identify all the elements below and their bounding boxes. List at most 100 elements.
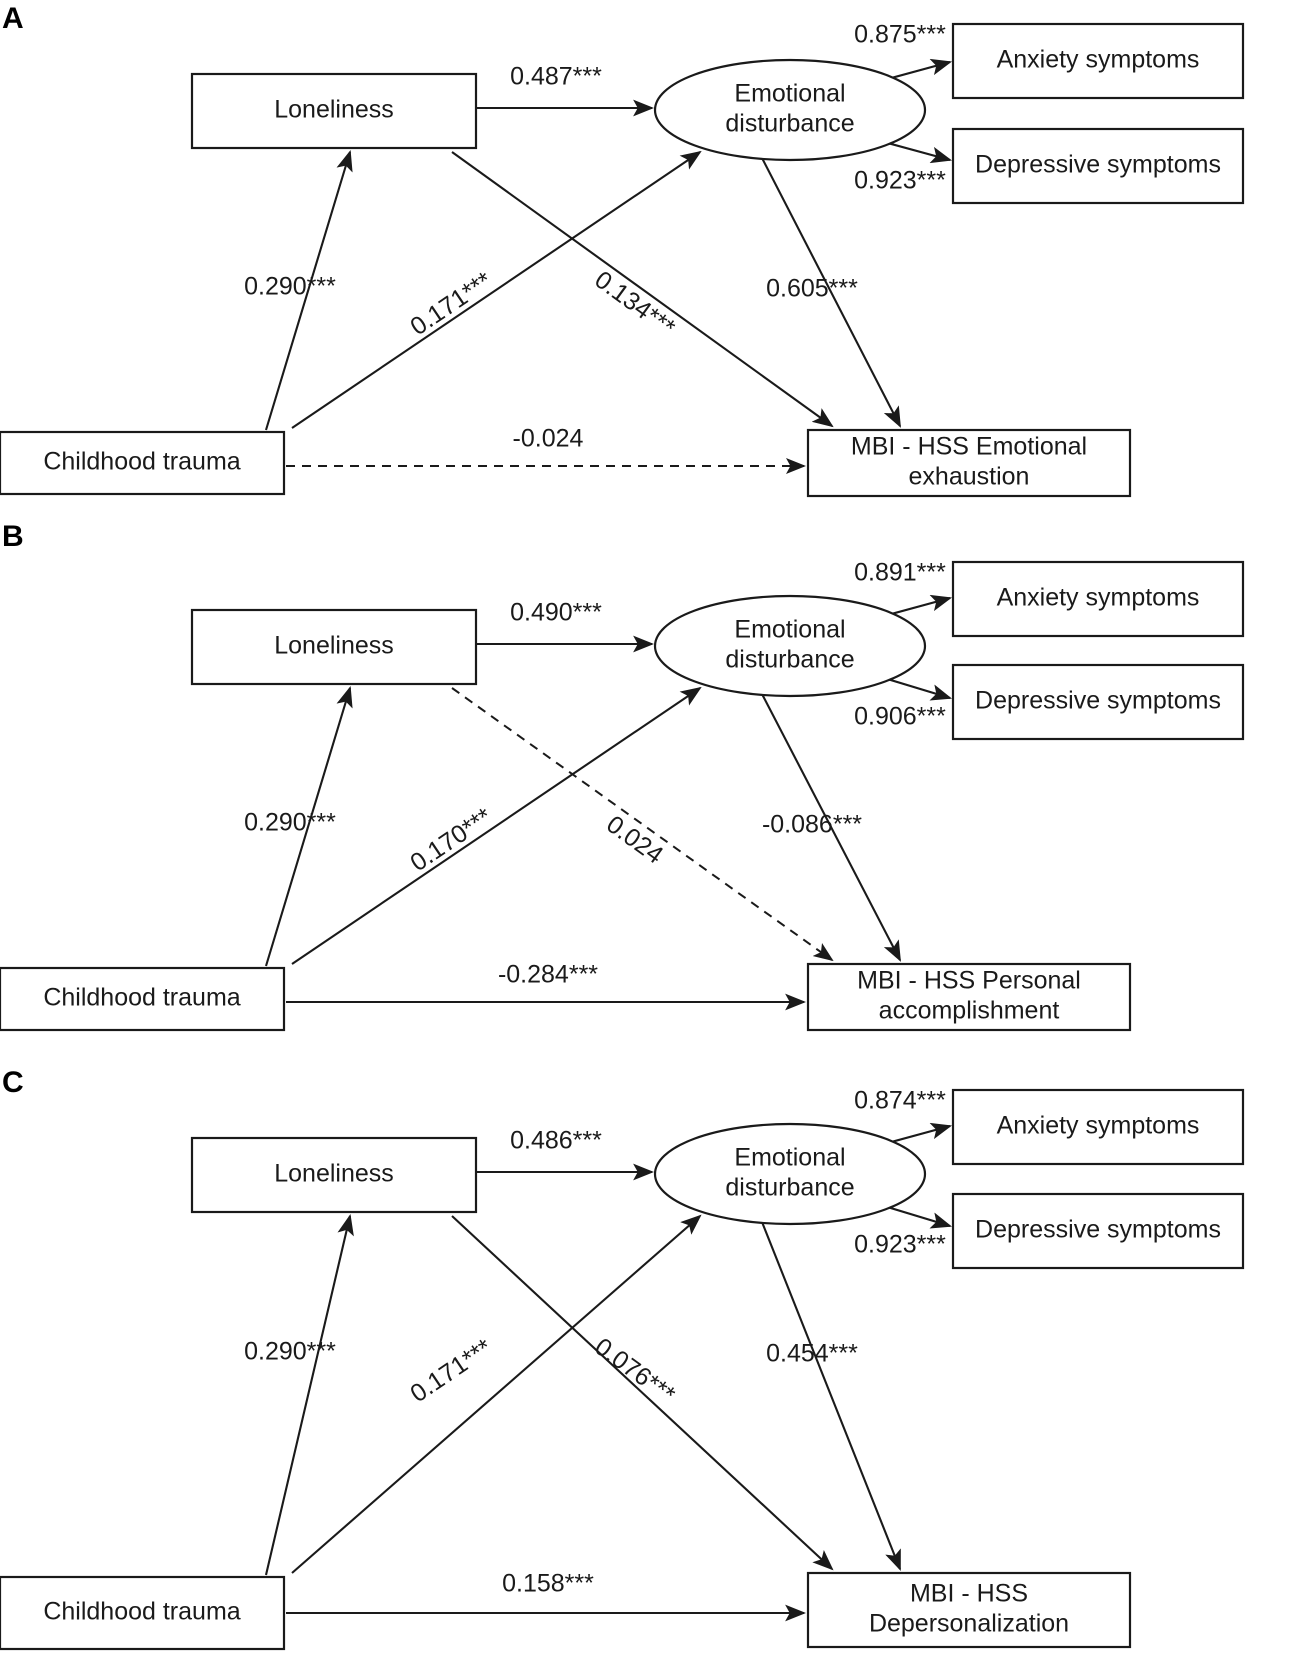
anxiety-symptoms-box-shape	[951, 1088, 1245, 1166]
anxiety-symptoms-box: Anxiety symptoms	[951, 560, 1245, 638]
mbi-hss-emotional-exhaustion-box-shape	[806, 428, 1132, 498]
edge-emotional-to-depressive: 0.923***	[854, 140, 953, 195]
edge-emotional-to-anxiety: 0.874***	[854, 1087, 953, 1146]
edge-trauma-to-loneliness-line	[264, 149, 353, 431]
edge-emotional-to-depressive-label: 0.923***	[854, 167, 946, 195]
childhood-trauma-box: Childhood trauma	[0, 966, 286, 1032]
edge-emotional-to-anxiety-label: 0.874***	[854, 1087, 946, 1115]
childhood-trauma-box-shape	[0, 1575, 286, 1651]
edge-emotional-to-depressive-line	[883, 1204, 953, 1229]
edge-loneliness-to-emotional-label: 0.486***	[510, 1127, 602, 1155]
mbi-hss-depersonalization-box-label: MBI - HSS	[910, 1580, 1028, 1608]
anxiety-symptoms-box-label: Anxiety symptoms	[997, 584, 1200, 612]
edge-trauma-to-loneliness-label: 0.290***	[244, 273, 336, 301]
loneliness-box-shape	[190, 608, 478, 686]
edge-trauma-to-loneliness-label: 0.290***	[244, 1338, 336, 1366]
edge-emotional-to-outcome-label: 0.454***	[766, 1340, 858, 1368]
edge-emotional-to-depressive-label: 0.923***	[854, 1231, 946, 1259]
loneliness-box-shape	[190, 1136, 478, 1214]
edge-loneliness-to-emotional: 0.490***	[476, 599, 655, 653]
childhood-trauma-box-shape	[0, 430, 286, 496]
edge-trauma-to-emotional-label: 0.171***	[405, 266, 497, 341]
edge-emotional-to-depressive-line	[883, 676, 953, 701]
edge-trauma-to-outcome-label: 0.158***	[502, 1570, 594, 1598]
edge-trauma-to-loneliness: 0.290***	[244, 1213, 354, 1576]
edge-trauma-to-emotional-line	[291, 150, 702, 429]
edge-loneliness-to-outcome-label: 0.076***	[589, 1333, 680, 1410]
edge-emotional-to-outcome-line	[761, 693, 901, 962]
edge-emotional-to-depressive: 0.923***	[854, 1204, 953, 1259]
anxiety-symptoms-box: Anxiety symptoms	[951, 22, 1245, 100]
childhood-trauma-box-label: Childhood trauma	[43, 984, 240, 1012]
childhood-trauma-box: Childhood trauma	[0, 1575, 286, 1651]
panel-label-a: A	[2, 2, 24, 35]
loneliness-box-label: Loneliness	[274, 632, 394, 660]
edge-loneliness-to-outcome-line	[451, 151, 834, 428]
edge-loneliness-to-outcome: 0.076***	[451, 1215, 834, 1571]
edge-emotional-to-outcome-line	[761, 1221, 901, 1571]
panel-c: 0.486*** 0.874*** 0.923*** 0.290***0.171***…	[0, 1087, 1245, 1651]
childhood-trauma-box-label: Childhood trauma	[43, 448, 240, 476]
childhood-trauma-box: Childhood trauma	[0, 430, 286, 496]
mbi-hss-emotional-exhaustion-box-label: exhaustion	[909, 463, 1030, 491]
anxiety-symptoms-box-label: Anxiety symptoms	[997, 1112, 1200, 1140]
childhood-trauma-box-label: Childhood trauma	[43, 1598, 240, 1626]
mbi-hss-depersonalization-box-label: Depersonalization	[869, 1610, 1069, 1638]
edge-loneliness-to-outcome-label: 0.134***	[589, 266, 680, 343]
edge-emotional-to-outcome: -0.086***	[761, 693, 901, 962]
edge-trauma-to-loneliness-line	[264, 685, 353, 967]
panel-label-b: B	[2, 520, 24, 553]
edge-trauma-to-outcome-label: -0.024	[513, 425, 584, 453]
edge-emotional-to-anxiety-line	[883, 58, 953, 82]
edge-emotional-to-anxiety: 0.891***	[854, 559, 953, 618]
edge-loneliness-to-emotional-label: 0.490***	[510, 599, 602, 627]
edge-trauma-to-loneliness: 0.290***	[244, 685, 353, 967]
edge-trauma-to-outcome: 0.158***	[286, 1570, 807, 1622]
loneliness-box-label: Loneliness	[274, 1160, 394, 1188]
anxiety-symptoms-box-label: Anxiety symptoms	[997, 46, 1200, 74]
anxiety-symptoms-box-shape	[951, 22, 1245, 100]
emotional-disturbance-ellipse-label: Emotional	[734, 616, 845, 644]
loneliness-box: Loneliness	[190, 1136, 478, 1214]
depressive-symptoms-box: Depressive symptoms	[951, 663, 1245, 741]
emotional-disturbance-ellipse-shape	[653, 58, 927, 162]
edge-emotional-to-outcome-label: -0.086***	[762, 811, 862, 839]
edge-loneliness-to-emotional: 0.487***	[476, 63, 655, 117]
emotional-disturbance-ellipse-label: disturbance	[725, 1174, 854, 1202]
anxiety-symptoms-box-shape	[951, 560, 1245, 638]
edge-trauma-to-loneliness-label: 0.290***	[244, 809, 336, 837]
emotional-disturbance-ellipse-label: disturbance	[725, 646, 854, 674]
edge-trauma-to-emotional: 0.171***	[291, 1214, 702, 1574]
edge-emotional-to-anxiety-line	[883, 594, 953, 618]
depressive-symptoms-box: Depressive symptoms	[951, 127, 1245, 205]
edge-trauma-to-loneliness: 0.290***	[244, 149, 353, 431]
edge-loneliness-to-emotional-label: 0.487***	[510, 63, 602, 91]
panel-label-c: C	[2, 1066, 24, 1099]
depressive-symptoms-box-shape	[951, 127, 1245, 205]
mbi-hss-personal-accomplishment-box-shape	[806, 962, 1132, 1032]
edge-emotional-to-anxiety-label: 0.875***	[854, 21, 946, 49]
loneliness-box-label: Loneliness	[274, 96, 394, 124]
edge-emotional-to-outcome: 0.605***	[761, 157, 901, 428]
edge-emotional-to-outcome-line	[761, 157, 901, 428]
edge-emotional-to-outcome-label: 0.605***	[766, 275, 858, 303]
edge-emotional-to-depressive-line	[883, 140, 953, 164]
emotional-disturbance-ellipse-shape	[653, 594, 927, 698]
loneliness-box: Loneliness	[190, 72, 478, 150]
depressive-symptoms-box-shape	[951, 663, 1245, 741]
loneliness-box-shape	[190, 72, 478, 150]
edge-emotional-to-depressive: 0.906***	[854, 676, 953, 731]
edge-loneliness-to-outcome-line	[451, 1215, 834, 1571]
edge-emotional-to-anxiety-label: 0.891***	[854, 559, 946, 587]
depressive-symptoms-box: Depressive symptoms	[951, 1192, 1245, 1270]
depressive-symptoms-box-label: Depressive symptoms	[975, 687, 1221, 715]
depressive-symptoms-box-label: Depressive symptoms	[975, 151, 1221, 179]
edge-trauma-to-emotional-label: 0.170***	[405, 802, 497, 877]
loneliness-box: Loneliness	[190, 608, 478, 686]
edge-loneliness-to-outcome-line	[451, 687, 834, 962]
